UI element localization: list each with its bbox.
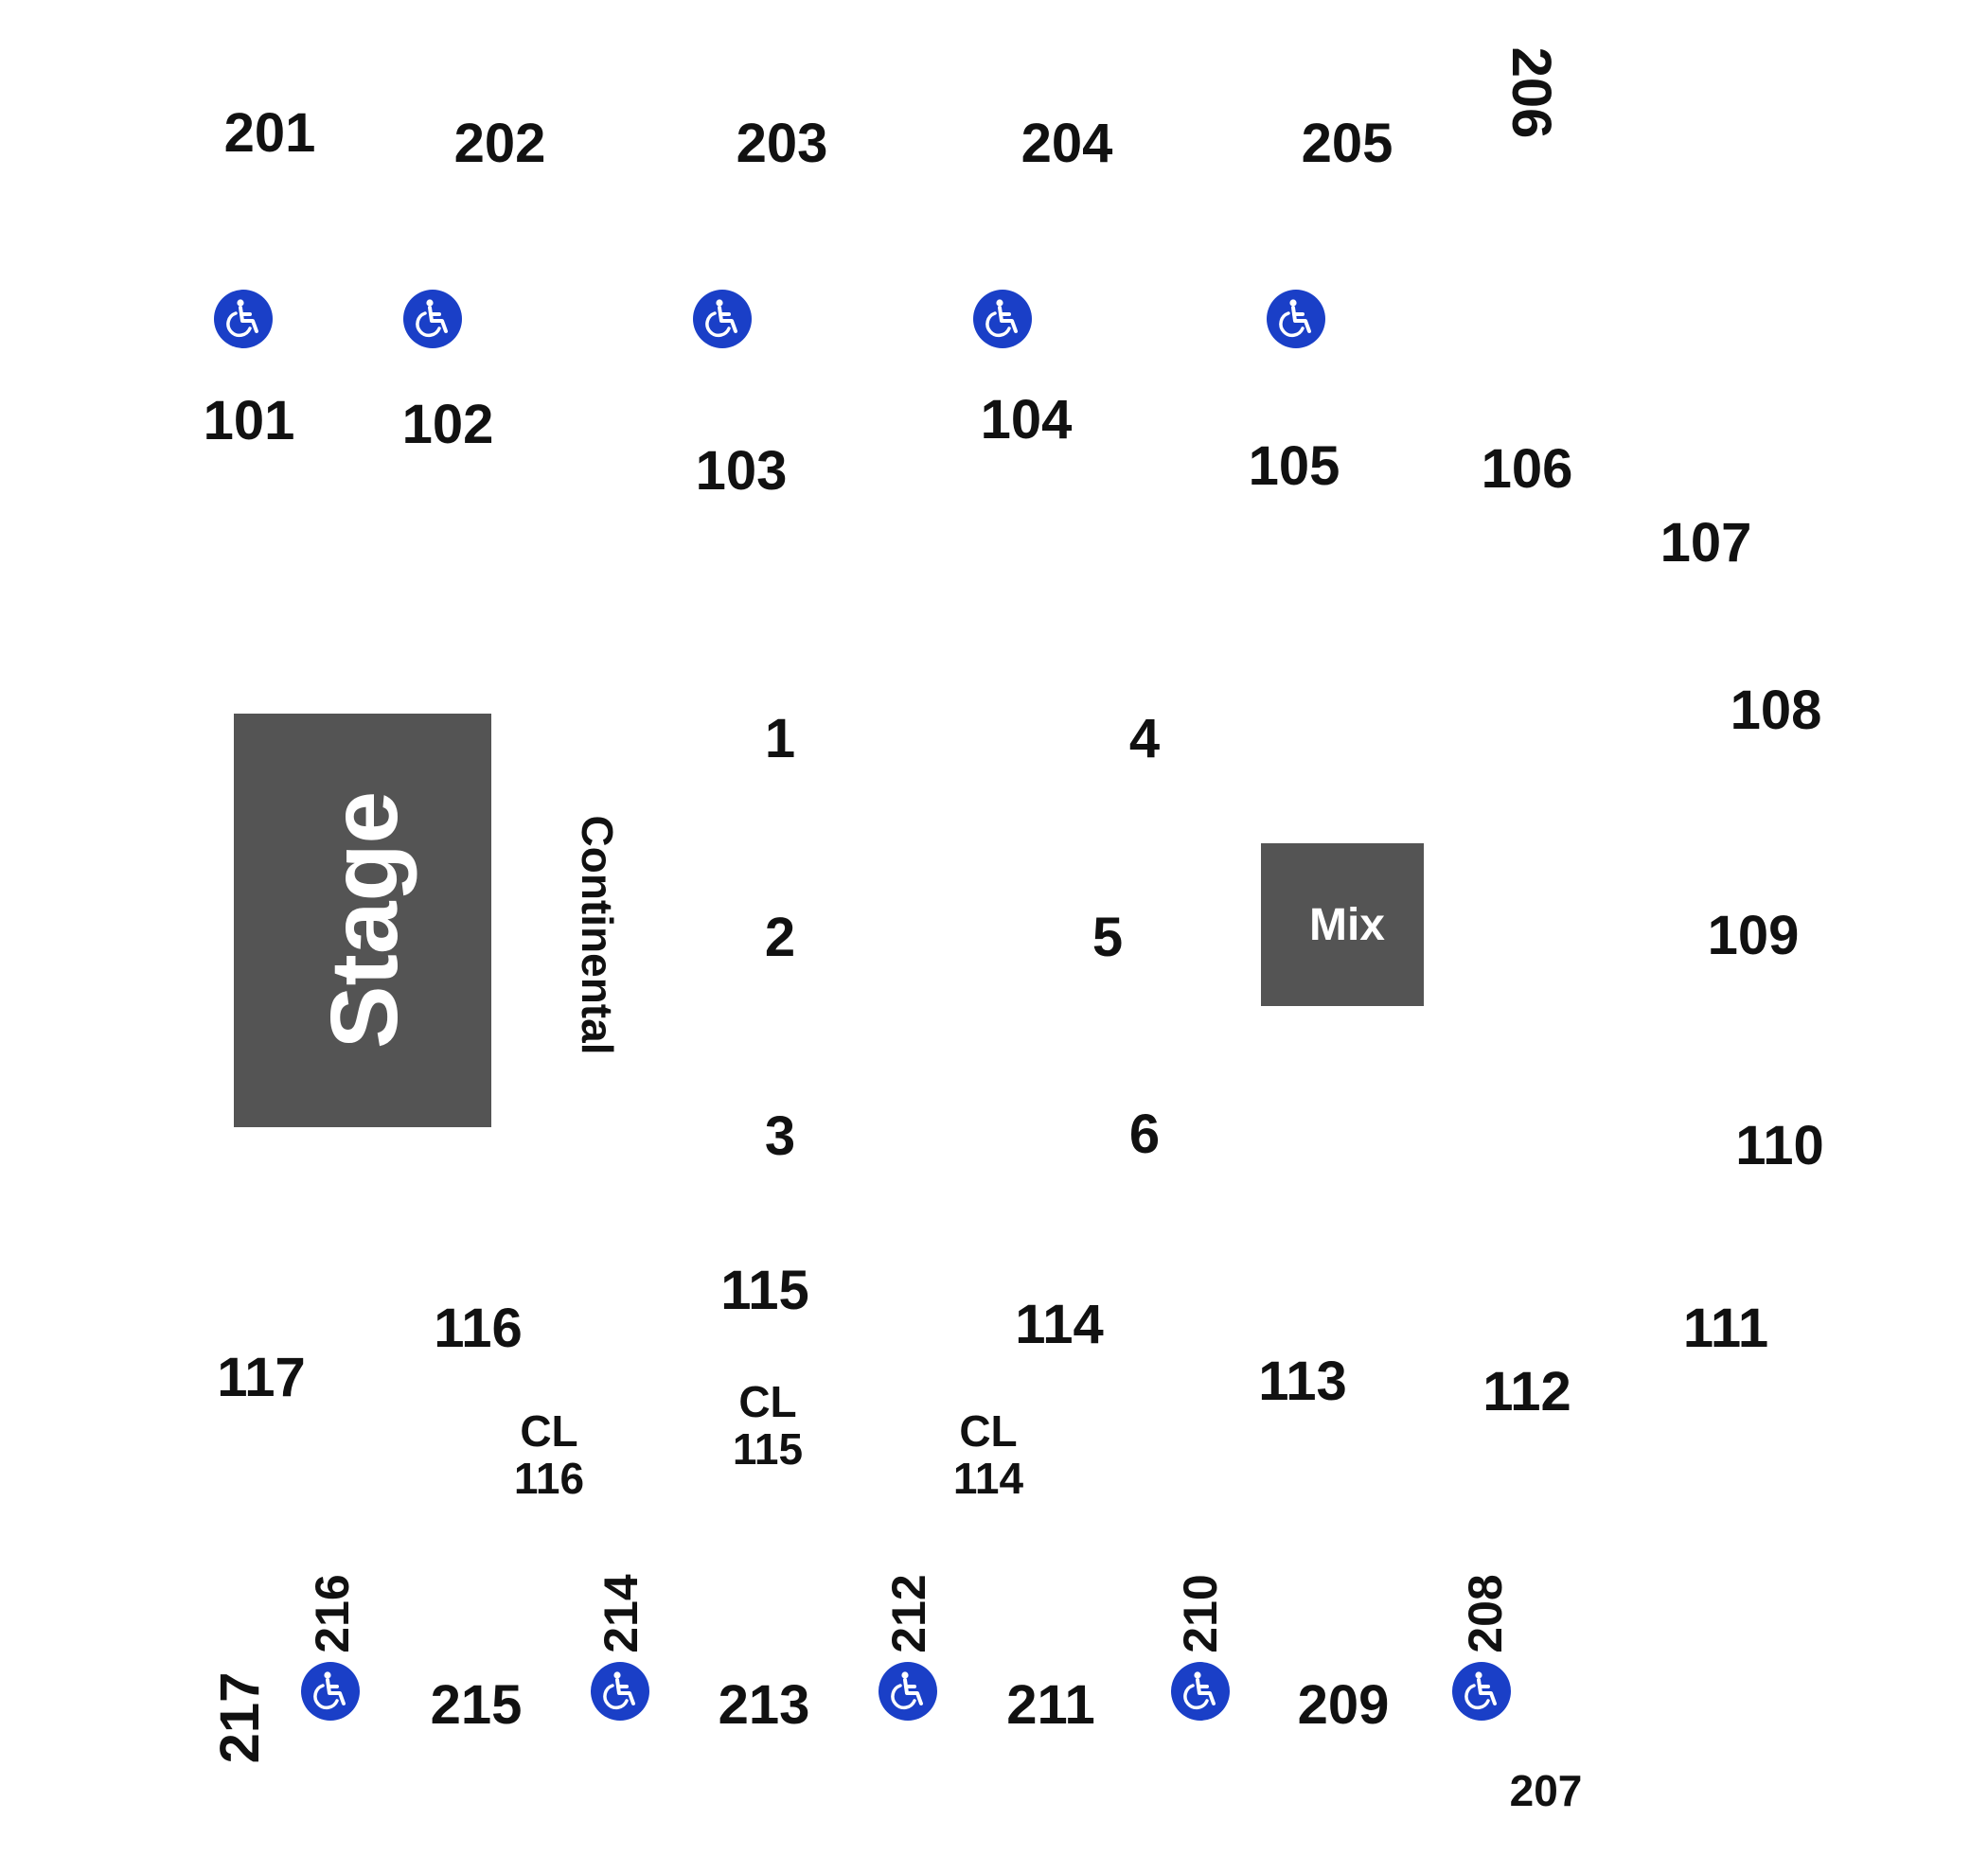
continental-label[interactable]: Continental — [573, 816, 622, 1055]
wheelchair-icon[interactable] — [1169, 1660, 1232, 1722]
section-114[interactable]: 114 — [1015, 1294, 1104, 1355]
section-206[interactable]: 206 — [1500, 47, 1562, 139]
section-117[interactable]: 117 — [217, 1347, 306, 1408]
club-number: 114 — [953, 1454, 1024, 1503]
floor-section-3[interactable]: 3 — [765, 1105, 795, 1167]
floor-section-6[interactable]: 6 — [1129, 1104, 1160, 1165]
section-211[interactable]: 211 — [1006, 1674, 1095, 1736]
section-212[interactable]: 212 — [882, 1574, 935, 1652]
section-101[interactable]: 101 — [204, 390, 295, 451]
wheelchair-icon[interactable] — [691, 288, 754, 350]
wheelchair-icon[interactable] — [877, 1660, 939, 1722]
section-217[interactable]: 217 — [209, 1672, 271, 1764]
floor-section-4[interactable]: 4 — [1129, 708, 1160, 769]
section-103[interactable]: 103 — [696, 440, 788, 502]
stage[interactable]: Stage — [234, 714, 491, 1127]
club-number: 115 — [733, 1424, 803, 1474]
club-prefix: CL — [738, 1377, 796, 1426]
mix-position: Mix — [1261, 843, 1424, 1006]
section-111[interactable]: 111 — [1683, 1298, 1768, 1359]
section-216[interactable]: 216 — [306, 1574, 359, 1652]
section-110[interactable]: 110 — [1735, 1115, 1824, 1176]
section-116[interactable]: 116 — [434, 1298, 523, 1359]
section-205[interactable]: 205 — [1302, 113, 1393, 174]
section-107[interactable]: 107 — [1660, 512, 1752, 574]
floor-section-5[interactable]: 5 — [1092, 907, 1123, 968]
section-209[interactable]: 209 — [1298, 1674, 1390, 1736]
club-section-114[interactable]: CL 114 — [953, 1406, 1024, 1503]
section-204[interactable]: 204 — [1021, 113, 1113, 174]
wheelchair-icon[interactable] — [212, 288, 275, 350]
wheelchair-icon[interactable] — [299, 1660, 362, 1722]
section-108[interactable]: 108 — [1731, 680, 1822, 741]
floor-section-1[interactable]: 1 — [765, 708, 795, 769]
wheelchair-icon[interactable] — [1450, 1660, 1513, 1722]
section-105[interactable]: 105 — [1249, 435, 1340, 497]
section-214[interactable]: 214 — [595, 1574, 648, 1653]
section-207[interactable]: 207 — [1510, 1766, 1583, 1815]
section-202[interactable]: 202 — [454, 113, 546, 174]
section-210[interactable]: 210 — [1174, 1574, 1227, 1652]
section-208[interactable]: 208 — [1459, 1574, 1512, 1652]
club-section-115[interactable]: CL 115 — [733, 1377, 803, 1474]
wheelchair-icon[interactable] — [401, 288, 464, 350]
stage-label: Stage — [311, 791, 417, 1049]
section-115[interactable]: 115 — [720, 1260, 809, 1321]
section-113[interactable]: 113 — [1258, 1351, 1347, 1412]
section-104[interactable]: 104 — [981, 389, 1073, 450]
club-number: 116 — [514, 1454, 584, 1503]
section-213[interactable]: 213 — [719, 1674, 810, 1736]
club-section-116[interactable]: CL 116 — [514, 1406, 584, 1503]
floor-section-2[interactable]: 2 — [765, 907, 795, 968]
section-201[interactable]: 201 — [224, 102, 316, 164]
section-203[interactable]: 203 — [737, 113, 828, 174]
wheelchair-icon[interactable] — [971, 288, 1034, 350]
section-109[interactable]: 109 — [1708, 905, 1800, 966]
section-102[interactable]: 102 — [402, 394, 494, 455]
club-prefix: CL — [959, 1406, 1017, 1456]
section-215[interactable]: 215 — [431, 1674, 523, 1736]
wheelchair-icon[interactable] — [1265, 288, 1327, 350]
section-112[interactable]: 112 — [1482, 1361, 1571, 1422]
wheelchair-icon[interactable] — [589, 1660, 651, 1722]
club-prefix: CL — [520, 1406, 577, 1456]
mix-label: Mix — [1309, 900, 1385, 950]
section-106[interactable]: 106 — [1482, 438, 1573, 500]
